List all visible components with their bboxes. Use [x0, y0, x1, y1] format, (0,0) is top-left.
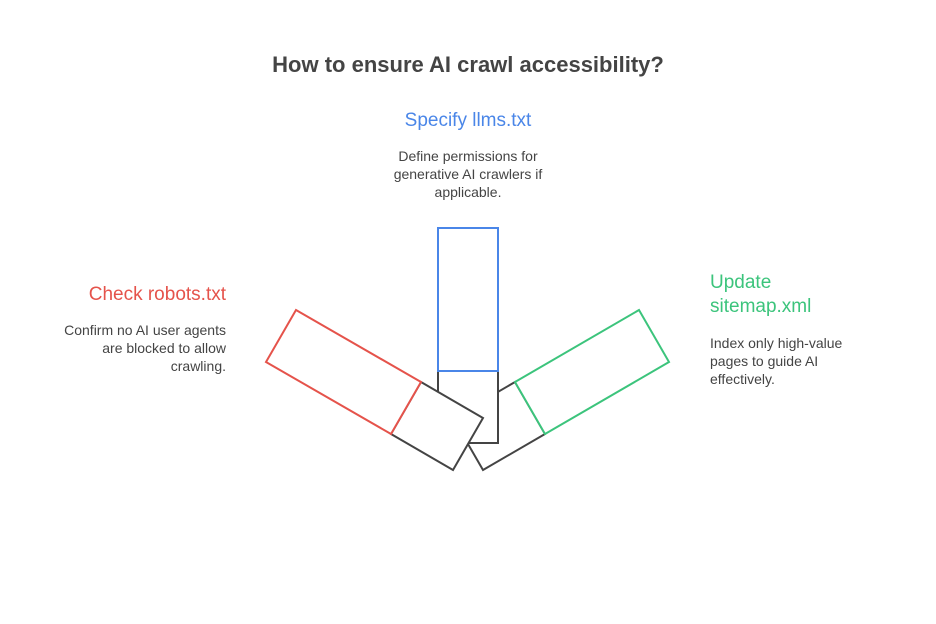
robots-description: Confirm no AI user agents are blocked to… [64, 322, 226, 374]
robots-block [264, 308, 485, 472]
llms-block-top [437, 227, 499, 372]
sitemap-block-top [513, 308, 671, 436]
sitemap-description: Index only high-value pages to guide AI … [710, 335, 843, 387]
diagram-title: How to ensure AI crawl accessibility? [272, 52, 664, 77]
robots-block-top [264, 308, 423, 436]
sitemap-heading: Update sitemap.xml [710, 272, 812, 317]
llms-description: Define permissions for generative AI cra… [393, 148, 543, 200]
robots-heading: Check robots.txt [88, 284, 226, 305]
llms-heading: Specify llms.txt [404, 110, 532, 131]
